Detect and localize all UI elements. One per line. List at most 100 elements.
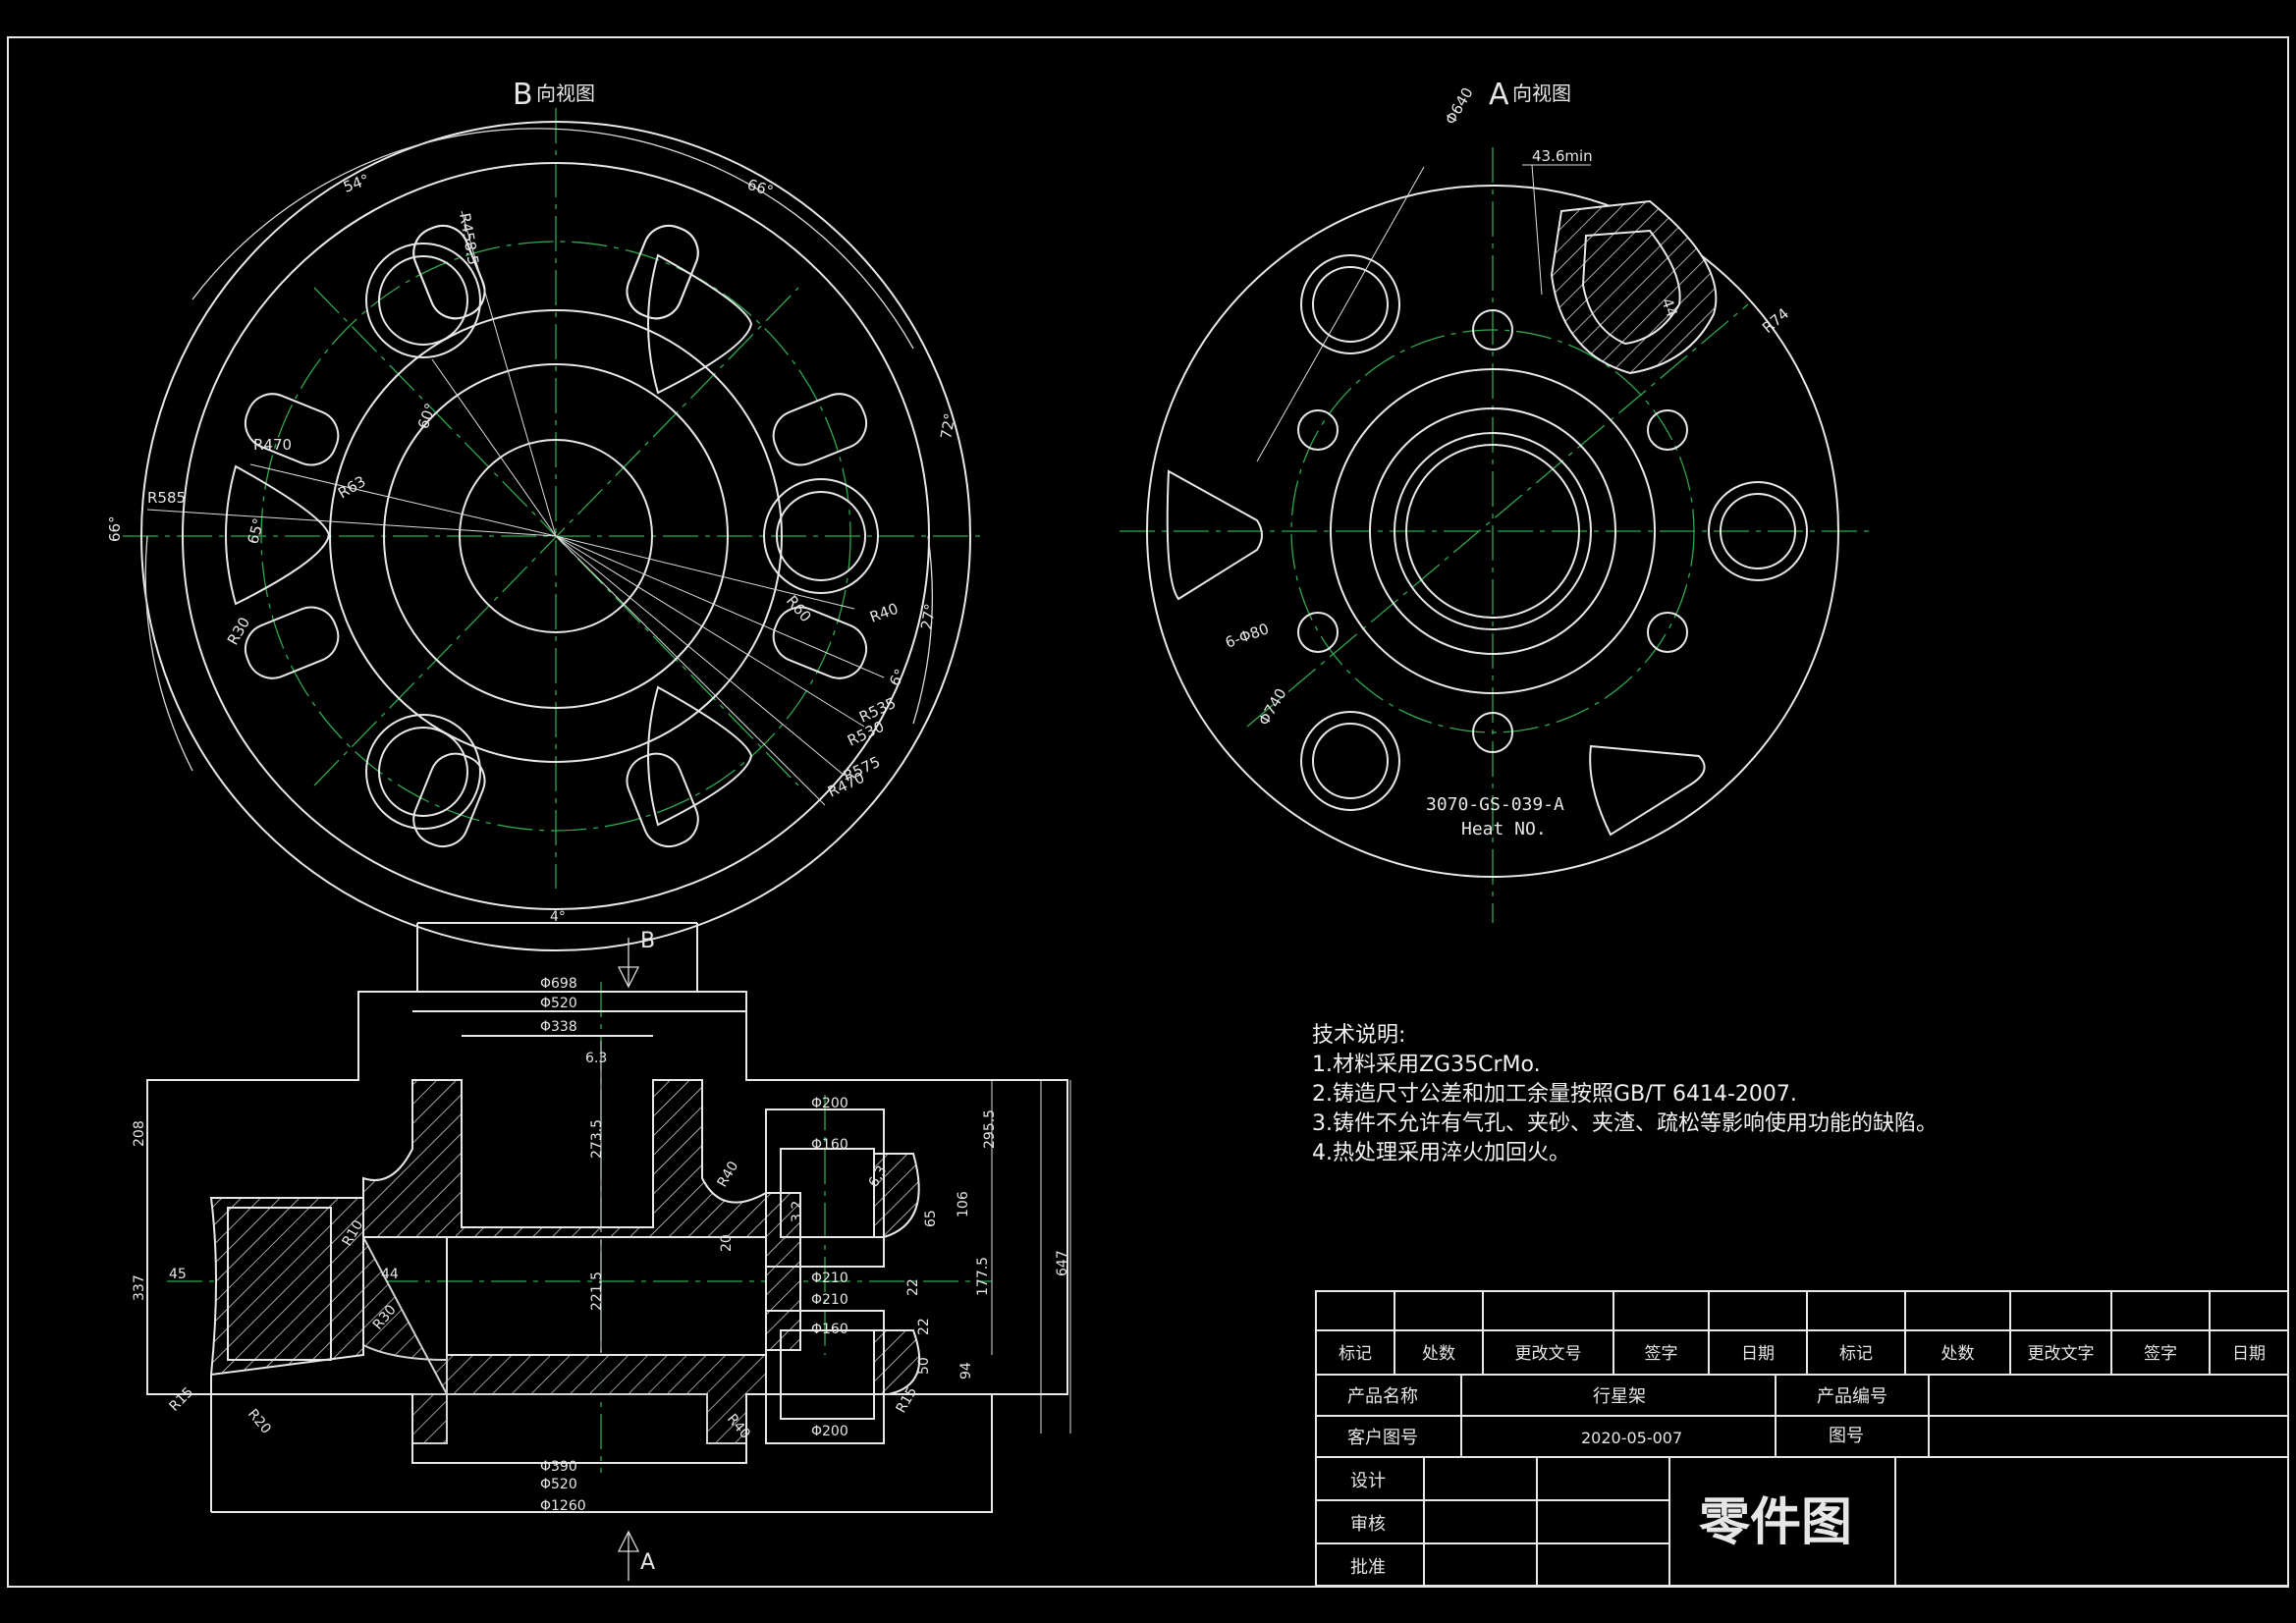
product-name-label: 产品名称 <box>1347 1386 1418 1407</box>
view-b-dim-5: R585 <box>147 489 186 507</box>
pin-boss-outer <box>365 714 481 830</box>
window-lower-right <box>1589 744 1706 837</box>
section-dim-8: 44 <box>381 1267 399 1282</box>
section-dim-0: 4° <box>550 909 566 925</box>
product-name-value: 行星架 <box>1593 1386 1646 1407</box>
drawing-no-label: 图号 <box>1829 1426 1864 1446</box>
section-dim-16: 20 <box>719 1234 735 1252</box>
cast-mark-line1: 3070-GS-039-A <box>1426 794 1564 815</box>
flange-slot <box>626 752 699 848</box>
section-dim-23: Φ160 <box>811 1322 848 1337</box>
section-dim-13: 273.5 <box>589 1119 605 1159</box>
pin-bore-outer <box>1300 711 1400 811</box>
section-dim-30: 22 <box>905 1278 921 1296</box>
view-b-title: 向视图 <box>536 81 595 105</box>
title-block <box>1315 1290 2289 1587</box>
review-label: 审核 <box>1350 1514 1386 1535</box>
customer-drawing-value: 2020-05-007 <box>1581 1429 1682 1447</box>
section-dim-33: 22 <box>916 1318 932 1335</box>
bolt-hole <box>1472 309 1513 351</box>
flange-slot <box>244 393 340 466</box>
section-dim-22: Φ210 <box>811 1292 848 1308</box>
lightening-window <box>647 253 753 395</box>
pin-boss-inner <box>378 727 468 817</box>
bolt-hole <box>1297 612 1339 653</box>
view-a-letter: A <box>1489 78 1509 112</box>
rev-header-6: 处数 <box>1941 1344 1975 1364</box>
rev-header-2: 更改文号 <box>1515 1344 1582 1364</box>
approve-label: 批准 <box>1350 1557 1386 1578</box>
pin-bore-inner <box>1720 493 1796 569</box>
section-dim-5: 208 <box>132 1120 147 1147</box>
view-b-dim-13: 27° <box>917 602 939 630</box>
flange-slot <box>244 606 340 679</box>
pin-boss-inner <box>378 255 468 346</box>
customer-drawing-label: 客户图号 <box>1347 1428 1418 1448</box>
section-dim-4: 6.3 <box>585 1051 607 1066</box>
tech-note-1: 1.材料采用ZG35CrMo. <box>1312 1053 1541 1077</box>
tech-note-3: 3.铸件不允许有气孔、夹砂、夹渣、疏松等影响使用功能的缺陷。 <box>1312 1111 1938 1136</box>
flange-slot <box>412 752 486 848</box>
lightening-window <box>647 685 753 827</box>
revision-headers: 标记处数更改文号签字日期标记处数更改文字签字日期 <box>1339 1344 2266 1364</box>
section-dim-26: 3.2 <box>790 1201 805 1222</box>
window-left <box>1166 469 1263 601</box>
pin-bore-inner <box>1312 266 1389 343</box>
pin-bore-inner <box>1312 723 1389 799</box>
section-dim-28: 106 <box>956 1191 971 1217</box>
section-dim-31: 177.5 <box>975 1257 991 1296</box>
drawing-title: 零件图 <box>1699 1493 1852 1552</box>
view-a-title: 向视图 <box>1512 81 1571 105</box>
lightening-window <box>225 464 331 606</box>
rev-header-1: 处数 <box>1422 1344 1455 1364</box>
section-dim-7: 45 <box>169 1267 187 1282</box>
view-b-dim-10: 72° <box>937 411 958 440</box>
section-dim-32: 94 <box>958 1362 974 1380</box>
section-dim-38: Φ1260 <box>540 1498 586 1514</box>
rev-header-4: 日期 <box>1741 1344 1775 1364</box>
view-b-dim-4: R470 <box>253 436 292 454</box>
view-a-dim-2: 44 <box>1658 296 1680 319</box>
cast-mark-line2: Heat NO. <box>1461 819 1547 839</box>
section-dim-35: 647 <box>1055 1250 1070 1276</box>
flange-slot <box>626 224 699 320</box>
section-arrow-b: B <box>640 929 655 953</box>
rev-header-8: 签字 <box>2144 1344 2177 1364</box>
section-dim-1: Φ698 <box>540 976 577 992</box>
section-dim-21: Φ210 <box>811 1271 848 1286</box>
rev-header-3: 签字 <box>1645 1344 1678 1364</box>
product-no-label: 产品编号 <box>1817 1386 1887 1407</box>
section-dim-19: Φ200 <box>811 1096 848 1111</box>
tech-note-2: 2.铸造尺寸公差和加工余量按照GB/T 6414-2007. <box>1312 1082 1797 1107</box>
sheet-border <box>7 36 2289 1588</box>
section-dim-27: 295.5 <box>982 1109 998 1149</box>
bolt-hole <box>1297 409 1339 451</box>
section-dim-14: 221.5 <box>589 1271 605 1311</box>
flange-slot <box>772 606 868 679</box>
section-dim-34: 50 <box>916 1357 932 1375</box>
pin-boss-inner <box>776 491 866 581</box>
section-arrow-a: A <box>640 1550 655 1575</box>
pin-boss-outer <box>763 478 879 594</box>
section-dim-36: Φ390 <box>540 1459 577 1475</box>
view-b <box>123 108 982 951</box>
bolt-hole <box>1647 612 1688 653</box>
rev-header-7: 更改文字 <box>2028 1344 2095 1364</box>
view-b-dim-14: 6° <box>886 666 909 689</box>
pin-bore-outer <box>1300 254 1400 354</box>
section-dim-3: Φ338 <box>540 1019 577 1035</box>
section-dim-2: Φ520 <box>540 996 577 1011</box>
view-b-dim-8: 66° <box>106 515 124 542</box>
rev-header-9: 日期 <box>2232 1344 2266 1364</box>
technical-notes: 技术说明: 1.材料采用ZG35CrMo. 2.铸造尺寸公差和加工余量按照GB/… <box>1312 1021 1938 1168</box>
section-dim-24: Φ200 <box>811 1424 848 1439</box>
flange-slot <box>772 393 868 466</box>
pin-bore-outer <box>1708 481 1808 581</box>
section-dim-6: 337 <box>132 1274 147 1301</box>
rev-header-5: 标记 <box>1839 1344 1873 1364</box>
design-label: 设计 <box>1350 1471 1386 1491</box>
section-dim-20: Φ160 <box>811 1137 848 1153</box>
view-a-dim-1: 43.6min <box>1532 147 1593 165</box>
